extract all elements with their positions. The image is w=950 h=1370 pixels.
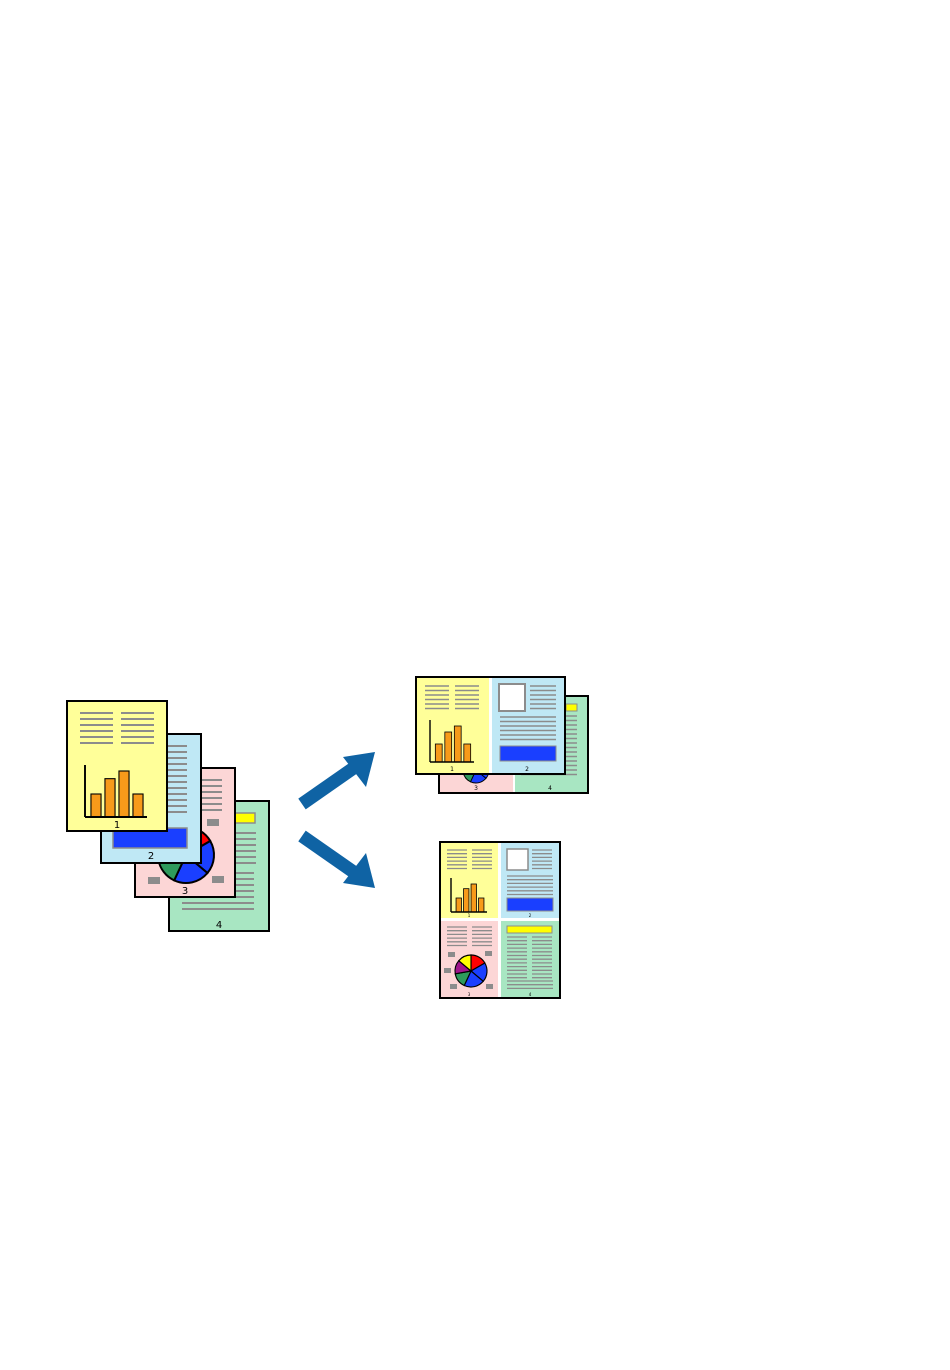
bar [464,744,471,762]
bar [445,732,452,762]
bar [91,794,101,817]
bar [456,898,461,912]
page-number: 1 [114,820,120,831]
page-number: 3 [468,992,471,997]
page-number: 1 [468,913,471,918]
page-number: 3 [474,785,478,792]
bar [435,744,442,762]
bar [119,771,129,817]
bar [133,794,143,817]
blue-block [507,898,553,911]
yellow-header-block [566,704,577,711]
gray-label-block [444,968,451,973]
source-page-1: 1 [67,701,167,831]
pie-chart [455,955,487,987]
gray-label-block [148,877,160,884]
image-placeholder [507,849,528,870]
page-number: 4 [216,920,222,931]
gray-label-block [450,984,457,989]
bar [479,898,484,912]
bar [454,726,461,762]
gray-label-block [212,876,224,883]
source-pages-stack: 4 3 2 1 [67,701,269,931]
gray-label-block [485,951,492,956]
page-number: 2 [148,851,154,862]
gray-label-block [448,952,455,957]
arrow-down-right-icon [302,836,375,888]
output-2up-front-sheet: 1 2 [416,677,565,774]
bar [105,779,115,817]
page-number: 4 [548,785,552,792]
bar [464,889,469,912]
arrow-up-right-icon [302,752,375,804]
output-4up-sheet: 1 2 3 4 [440,842,560,998]
output-2up-sheets: 3 4 1 2 [416,677,588,793]
bar [471,884,476,912]
gray-label-block [486,984,493,989]
page-number: 3 [182,886,188,897]
page-number: 2 [525,766,529,773]
gray-label-block [207,819,219,826]
blue-block [500,746,556,761]
yellow-header-block [507,926,552,933]
page-number: 1 [450,766,454,773]
page-number: 2 [529,913,532,918]
image-placeholder [499,684,525,711]
page-number: 4 [529,992,532,997]
